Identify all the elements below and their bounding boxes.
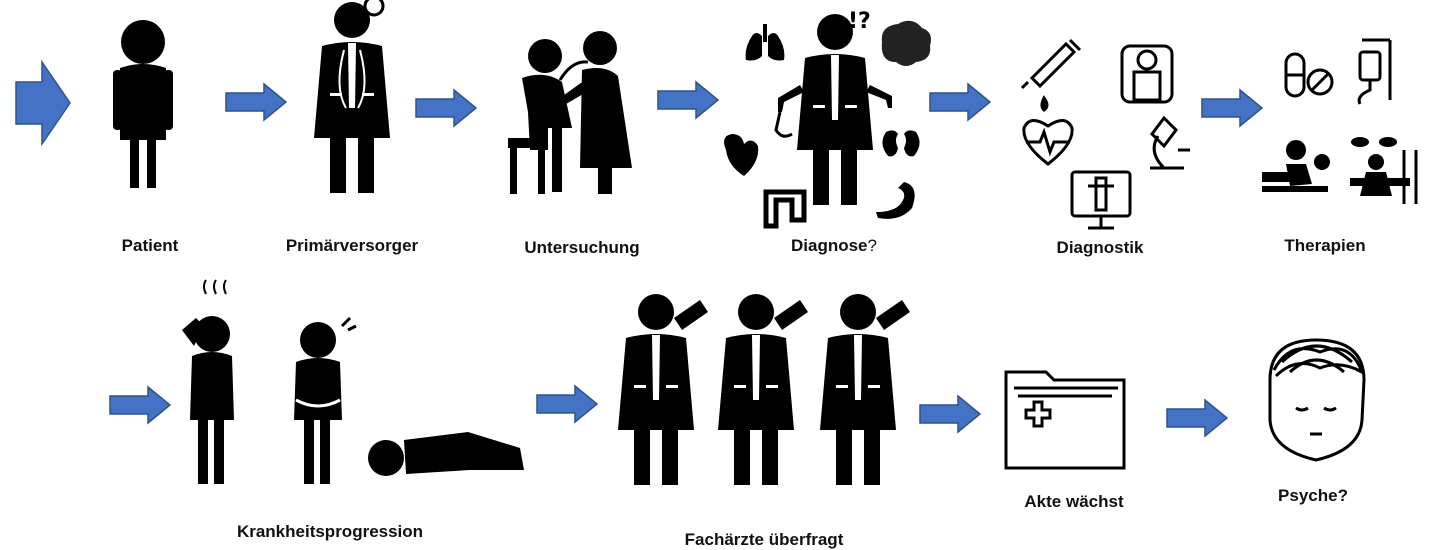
start-arrow — [15, 59, 71, 147]
step-label-krankheitsprogression: Krankheitsprogression — [236, 522, 424, 541]
confused-doctor-organs-icon: !? — [724, 9, 931, 229]
doctor-examining-patient-icon — [508, 31, 632, 194]
microscope-icon — [1150, 115, 1190, 170]
heart-pulse-icon — [1022, 119, 1074, 166]
flow-arrow — [1166, 399, 1228, 437]
iv-drip-icon — [1357, 38, 1392, 105]
heart-organ-icon — [724, 134, 759, 176]
brain-icon — [881, 20, 931, 66]
step-label-primaerversorger: Primärversorger — [285, 236, 419, 255]
standing-person-icon — [113, 20, 173, 188]
step-label-untersuchung: Untersuchung — [524, 238, 640, 257]
surgery-icon — [1350, 137, 1418, 204]
step-label-akte: Akte wächst — [1024, 492, 1124, 511]
diagnose-suffix: ? — [867, 236, 877, 255]
flow-arrow — [919, 395, 981, 433]
flow-arrow — [109, 386, 171, 424]
medical-folder-icon — [1004, 370, 1126, 470]
doctor-head-mirror-icon — [314, 0, 390, 193]
puzzled-specialists-icon — [618, 294, 910, 485]
exclaim-question-mark: !? — [848, 9, 871, 34]
diagnose-text: Diagnose — [791, 236, 868, 255]
step-label-patient: Patient — [121, 236, 179, 255]
mri-scanner-icon — [1120, 44, 1174, 104]
flow-arrow — [415, 89, 477, 127]
step-label-therapien: Therapien — [1284, 236, 1366, 255]
pills-icon — [1284, 52, 1334, 98]
kidneys-icon — [882, 130, 920, 157]
step-label-psyche: Psyche? — [1278, 486, 1348, 505]
tangled-head-icon — [1268, 338, 1366, 462]
physiotherapy-icon — [1262, 140, 1330, 192]
lungs-icon — [745, 24, 785, 61]
flow-arrow — [225, 83, 287, 121]
step-label-fachaerzte: Fachärzte überfragt — [684, 530, 844, 549]
flow-arrow — [536, 385, 598, 423]
xray-monitor-icon — [1070, 170, 1132, 230]
stomach-icon — [876, 182, 915, 219]
flow-arrow — [929, 83, 991, 121]
step-label-diagnose: Diagnose? — [791, 236, 877, 256]
syringe-icon — [1020, 38, 1082, 112]
flow-arrow — [1201, 89, 1263, 127]
step-label-diagnostik: Diagnostik — [1056, 238, 1144, 257]
sick-persons-icon — [182, 279, 524, 484]
diagnostic-tools-icon — [1020, 38, 1190, 230]
flow-arrow — [657, 81, 719, 119]
intestine-icon — [763, 189, 807, 229]
therapy-icons — [1262, 38, 1418, 204]
